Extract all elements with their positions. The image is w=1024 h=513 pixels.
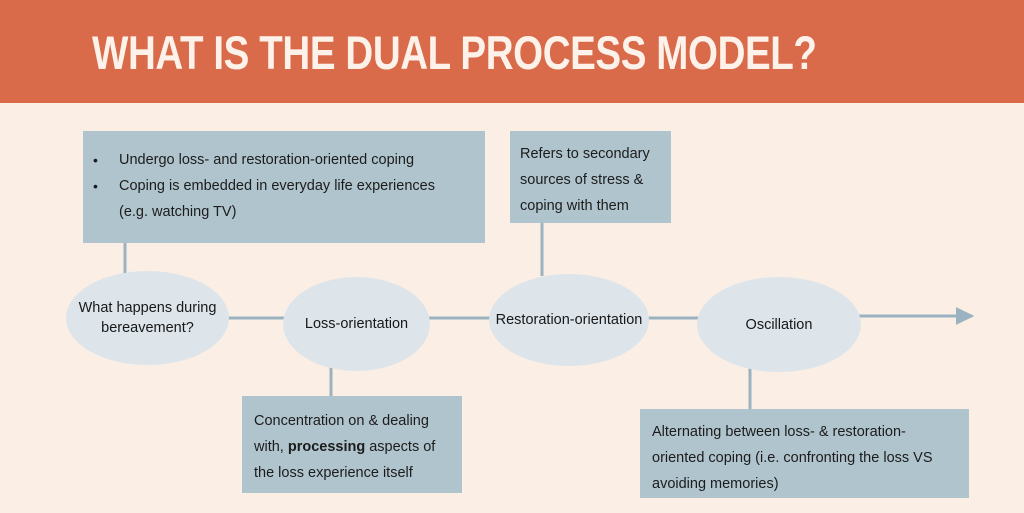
note-text-emphasis: processing	[287, 439, 366, 455]
bullet-text: Undergo loss- and restoration-oriented c…	[119, 152, 415, 168]
node-label: Oscillation	[745, 316, 813, 333]
bullet-dot-icon: •	[93, 152, 98, 168]
note-line: Alternating between loss- & restoration-	[652, 424, 906, 440]
note-line: sources of stress &	[520, 172, 644, 188]
node-restoration-orientation[interactable]: Restoration-orientation	[489, 274, 649, 366]
note-text-before: Concentration on & dealing with,	[254, 413, 429, 455]
bullet-text: Coping is embedded in everyday life expe…	[119, 178, 435, 220]
note-text-after: aspects of the loss experience itself	[254, 439, 436, 481]
note-box-restoration: Refers to secondary sources of stress & …	[510, 131, 671, 223]
node-bereavement[interactable]: What happens during bereavement?	[66, 271, 229, 365]
note-line: avoiding memories)	[652, 476, 779, 492]
node-label: What happens during bereavement?	[78, 300, 217, 336]
note-box-loss: Concentration on & dealing with, process…	[242, 396, 462, 493]
header-band	[0, 0, 1024, 103]
note-line: oriented coping (i.e. confronting the lo…	[652, 450, 933, 466]
node-loss-orientation[interactable]: Loss-orientation	[283, 277, 430, 371]
bullet-item: • Coping is embedded in everyday life ex…	[93, 173, 467, 225]
page-title: What is the Dual Process Model?	[92, 26, 817, 79]
node-label: Restoration-orientation	[495, 312, 643, 328]
note-box-oscillation: Alternating between loss- & restoration-…	[640, 409, 969, 498]
note-line: coping with them	[520, 198, 629, 214]
bullet-item: • Undergo loss- and restoration-oriented…	[93, 147, 467, 173]
bullet-dot-icon: •	[93, 178, 98, 194]
node-oscillation[interactable]: Oscillation	[697, 277, 861, 372]
note-line: Refers to secondary	[520, 146, 650, 162]
node-label: Loss-orientation	[304, 316, 409, 332]
note-box-bereavement: • Undergo loss- and restoration-oriented…	[83, 131, 485, 243]
